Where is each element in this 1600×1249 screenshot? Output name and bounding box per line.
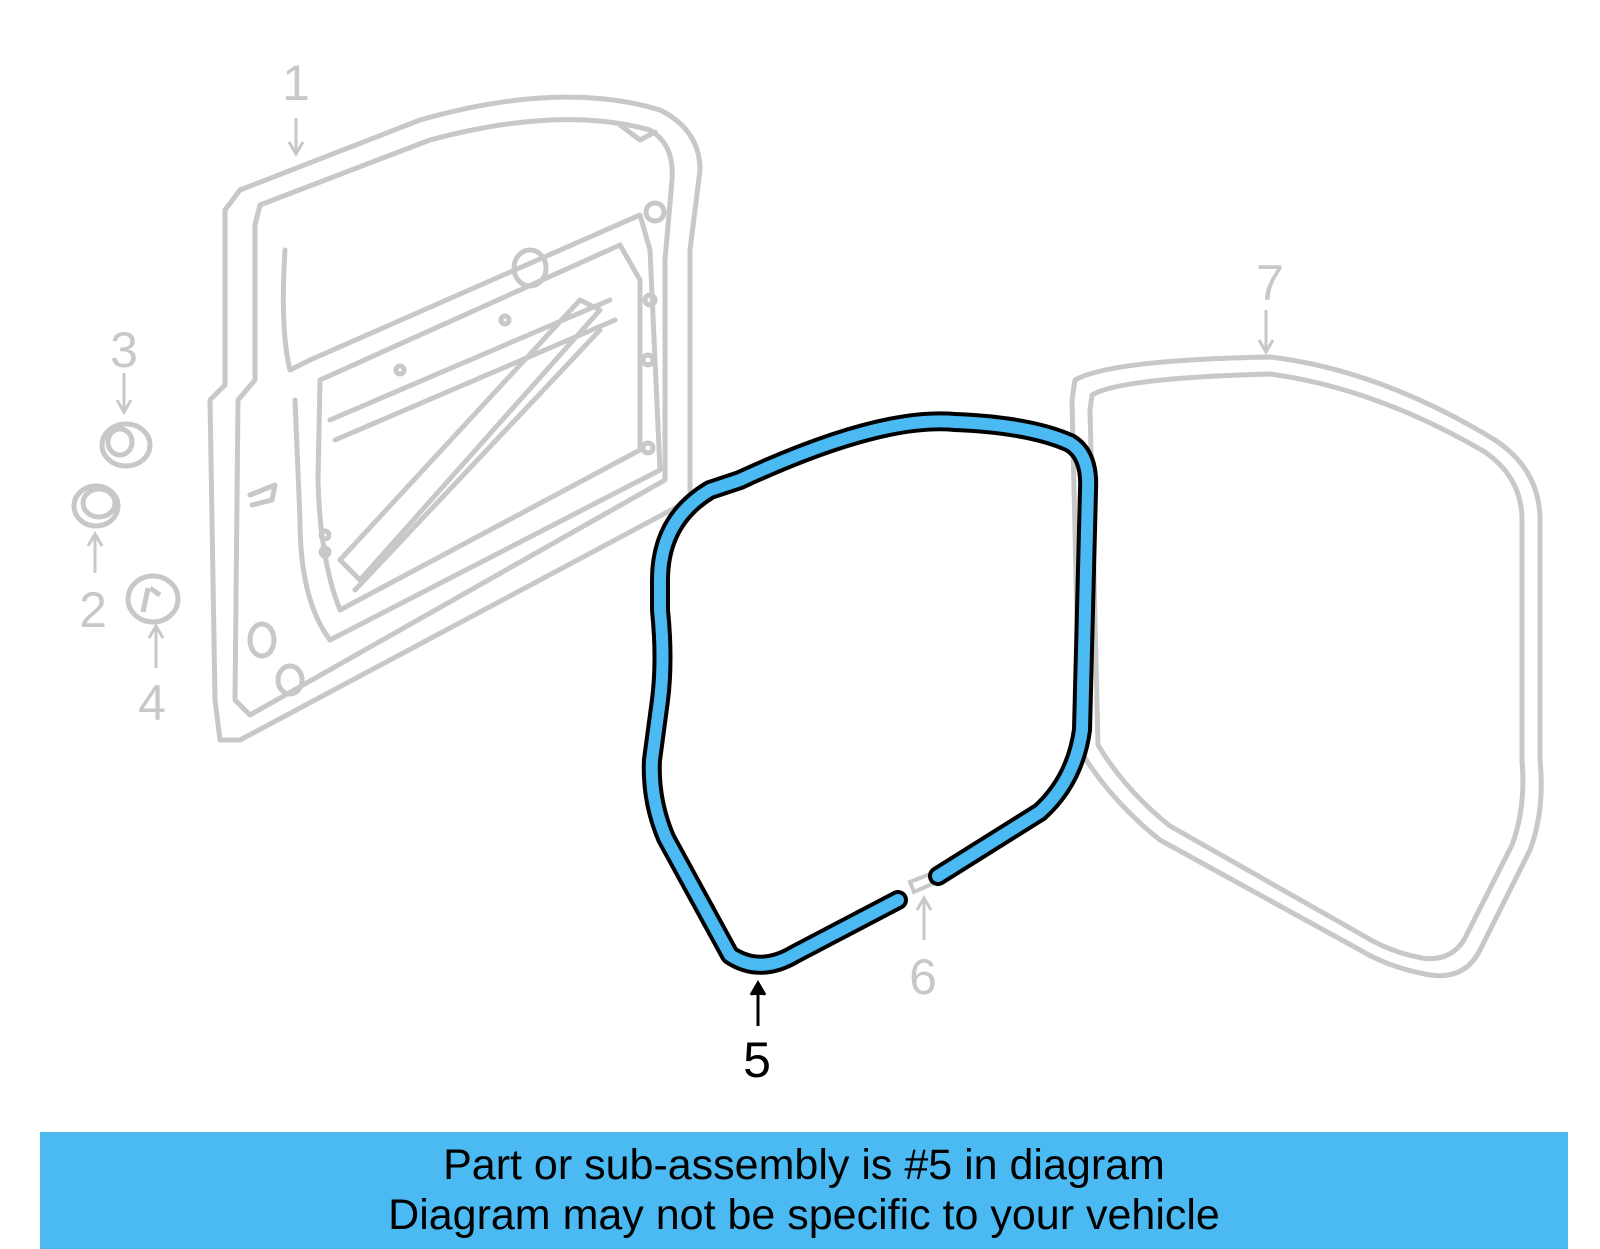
info-banner: Part or sub-assembly is #5 in diagram Di… [40, 1132, 1568, 1249]
weatherstrip-part-5 [641, 411, 1099, 975]
plug-part-2 [71, 483, 121, 529]
door-shell-part-1 [207, 94, 703, 743]
grommet-part-3 [99, 421, 153, 469]
leader-arrows [86, 118, 1275, 1026]
banner-line-disclaimer: Diagram may not be specific to your vehi… [388, 1191, 1220, 1239]
callout-1: 1 [282, 55, 310, 111]
callout-2: 2 [79, 582, 107, 638]
banner-line-part-number: Part or sub-assembly is #5 in diagram [443, 1141, 1165, 1189]
callout-6: 6 [909, 949, 937, 1005]
callout-4: 4 [138, 675, 166, 731]
callout-5: 5 [743, 1032, 771, 1088]
door-frame-seal-part-7 [1069, 354, 1544, 979]
callout-7: 7 [1256, 255, 1284, 311]
callout-3: 3 [110, 322, 138, 378]
plug-part-4 [125, 573, 181, 625]
